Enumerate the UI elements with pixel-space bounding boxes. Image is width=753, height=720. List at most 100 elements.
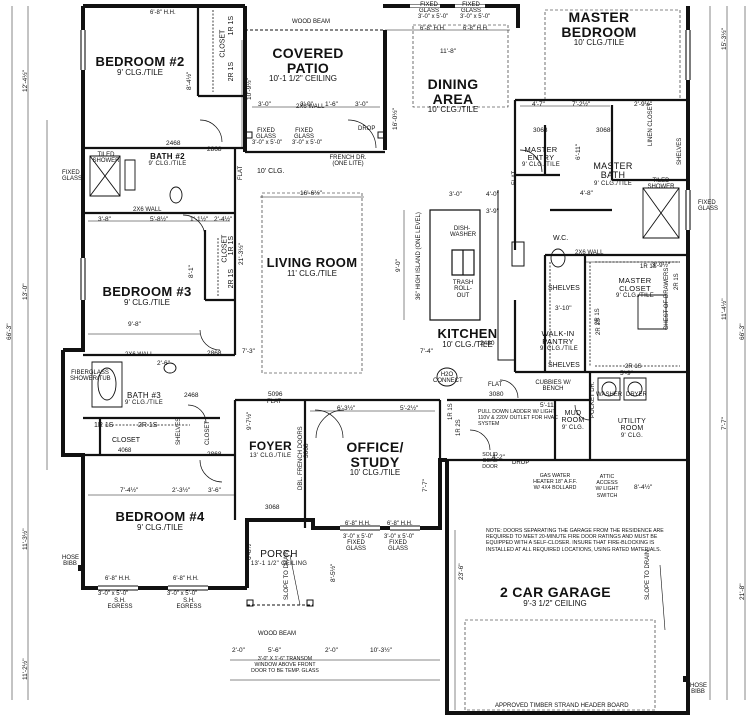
dim-bed4-w2: 2'-3½" [172,487,191,494]
patio-posts [245,30,385,606]
master-closet-label: MASTER CLOSET 9' CLG./TILE [610,277,660,299]
dishwasher-label: DISH- WASHER [450,226,477,239]
utility-name: UTILITY ROOM [617,418,647,433]
dim-mclos-c: 4'-8" [580,190,593,197]
dim-left-b: 13'-0" [22,283,29,300]
slope-porch: SLOPE TO DRAIN [284,549,290,600]
dim-mb-w: 2'-9½" [634,101,653,108]
sf-bed4-b: 3'-0" x 5'-0" [167,591,198,597]
garage-label: 2 CAR GARAGE 9'-3 1/2" CEILING [500,585,611,608]
kitchen-label: KITCHEN 10' CLG./TILE [430,327,505,349]
hh-office-a: 6'-8" H.H. [345,521,371,527]
windows [81,6,690,590]
ten-clg-label: 10' CLG. [257,168,285,175]
dim-mclos-w: 3'-9½" [652,262,671,269]
hh-bed4-b: 6'-8" H.H. [173,576,199,582]
tall-wall-bath3: 2X6 WALL [125,352,154,358]
porch-ceiling: 13'-1 1/2" CEILING [250,560,308,567]
dining-name: DINING AREA [427,76,479,107]
hose-bibb-markers [78,565,689,682]
dim-office-w2: 5'-2½" [400,405,419,412]
dim-overall-right: 66'-3" [739,323,746,340]
dim-right-a: 15'-3½" [721,28,728,50]
bedroom2-label: BEDROOM #2 9' CLG./TILE [95,55,185,77]
ceiling-outlines [262,10,680,710]
hh-bed4-a: 6'-8" H.H. [105,576,131,582]
rs-bed4-b: 2R 1S [138,422,158,429]
dim-mud-a: 5'-11" [540,402,557,409]
garage-note: NOTE: DOORS SEPARATING THE GARAGE FROM T… [486,528,664,553]
wood-beam-porch: WOOD BEAM [258,631,297,637]
wc-label: W.C. [553,235,569,242]
fixed-glass-patio-b: FIXED GLASS [293,128,314,141]
dim-top-gap: 4'-7" [532,101,545,108]
dimension-lines [12,6,745,710]
drop-patio: DROP [358,126,376,132]
attic-note: ATTIC ACCESS W/ LIGHT SWITCH [595,474,619,499]
rs-bed3-a: 1R 1S [228,235,236,256]
tall-wall-master: 2X6 WALL [575,250,604,256]
dim-bed3-side-c: 1'-1½" [190,216,209,223]
flat-living: FLAT [238,165,244,180]
hh-top-b: 6'-8" H.H. [463,26,489,32]
utility-ceiling: 9' CLG. [620,432,644,439]
h2o-label: H2O CONNECT [433,372,463,385]
fixed-glass-left: FIXED GLASS [62,170,83,183]
dim-bed2-h: 8'-4½" [186,71,193,90]
dim-dining-w: 11'-8" [440,48,457,55]
dim-porch-b: 5'-6" [268,647,281,654]
linen-label: LINEN CLOSET [648,102,654,146]
master-shelves: SHELVES [677,137,683,165]
dim-bed3-side: 3'-8" [98,216,111,223]
mud-room-ceiling: 9' CLG. [561,424,585,431]
master-bedroom-ceiling: 10' CLG./TILE [573,38,625,48]
solid-core-note: SOLID CORE DOOR [482,452,498,471]
door-bed4-main: 2868 [207,451,222,458]
kitchen-counters [498,190,524,360]
fiberglass-label: FIBERGLASS SHOWER/TUB [70,370,111,383]
dim-foyer-h: 9'-7½" [246,411,253,430]
master-bath-label: MASTER BATH 9' CLG./TILE [588,161,638,187]
mud-room-name: MUD ROOM [561,410,585,425]
door-kitchen: 2480 [480,340,495,347]
dim-master-h: 6'-11" [575,143,582,160]
fixed-glass-office-a: FIXED GLASS [345,540,366,553]
garage-ceiling: 9'-3 1/2" CEILING [523,598,587,608]
dining-ceiling: 10' CLG./TILE [427,105,479,115]
dim-bed4-w1: 7'-4½" [120,487,139,494]
dim-bath3: 2'-6" [157,360,170,367]
dim-right-d: 7'-7" [721,417,728,430]
bath-fixtures [90,156,679,407]
shelves-pantry-bottom: SHELVES [548,362,580,369]
pull-down-note: PULL DOWN LADDER W/ LIGHT, 110V & 220V O… [478,409,558,428]
door-bed3: 2868 [207,350,222,357]
dim-porch-d: 2'-0" [325,647,338,654]
walkin-pantry-name: WALK-IN PANTRY [541,329,575,346]
foyer-name: FOYER [249,439,292,453]
dim-bed4-w3: 3'-6" [208,487,221,494]
dim-right-c: 21'-8" [739,583,746,600]
master-bath-ceiling: 9' CLG./TILE [593,180,633,187]
rs-mclos-b: 2R 1S [625,364,642,370]
master-bath-name: MASTER BATH [593,161,633,181]
dim-patio-d: 3'-0" [355,101,368,108]
door-foyer: 5096 [268,391,283,398]
patio-ceiling: 10'-1 1/2" CEILING [269,74,337,84]
rs-bed2-b: 2R 1S [228,61,236,82]
hose-bibb-right: HOSE BIBB [690,683,708,696]
transom-note: 3'-0" X 1'-6" TRANSOM WINDOW ABOVE FRONT… [251,656,319,675]
slope-lines [290,555,665,630]
dim-left-d: 11'-2½" [22,658,29,681]
door-bath2: 2468 [166,140,181,147]
rs-bed2-a: 1R 1S [228,15,236,36]
tall-wall-patio: 2X6 WALL [296,104,325,110]
hh-bed2: 6'-8" H.H. [150,10,176,16]
closet-bed4: CLOSET [112,437,141,444]
flat-kitchen-b: FLAT [512,170,518,185]
dim-patio-c: 1'-6" [325,101,338,108]
walkin-pantry-label: WALK-IN PANTRY 9' CLG./TILE [540,329,578,352]
master-entry-name: MASTER ENTRY [524,145,558,162]
dim-porch-c: 2'-0" [232,647,245,654]
patio-name: COVERED PATIO [272,45,344,76]
dim-bed3-side-b: 5'-8½" [150,216,169,223]
